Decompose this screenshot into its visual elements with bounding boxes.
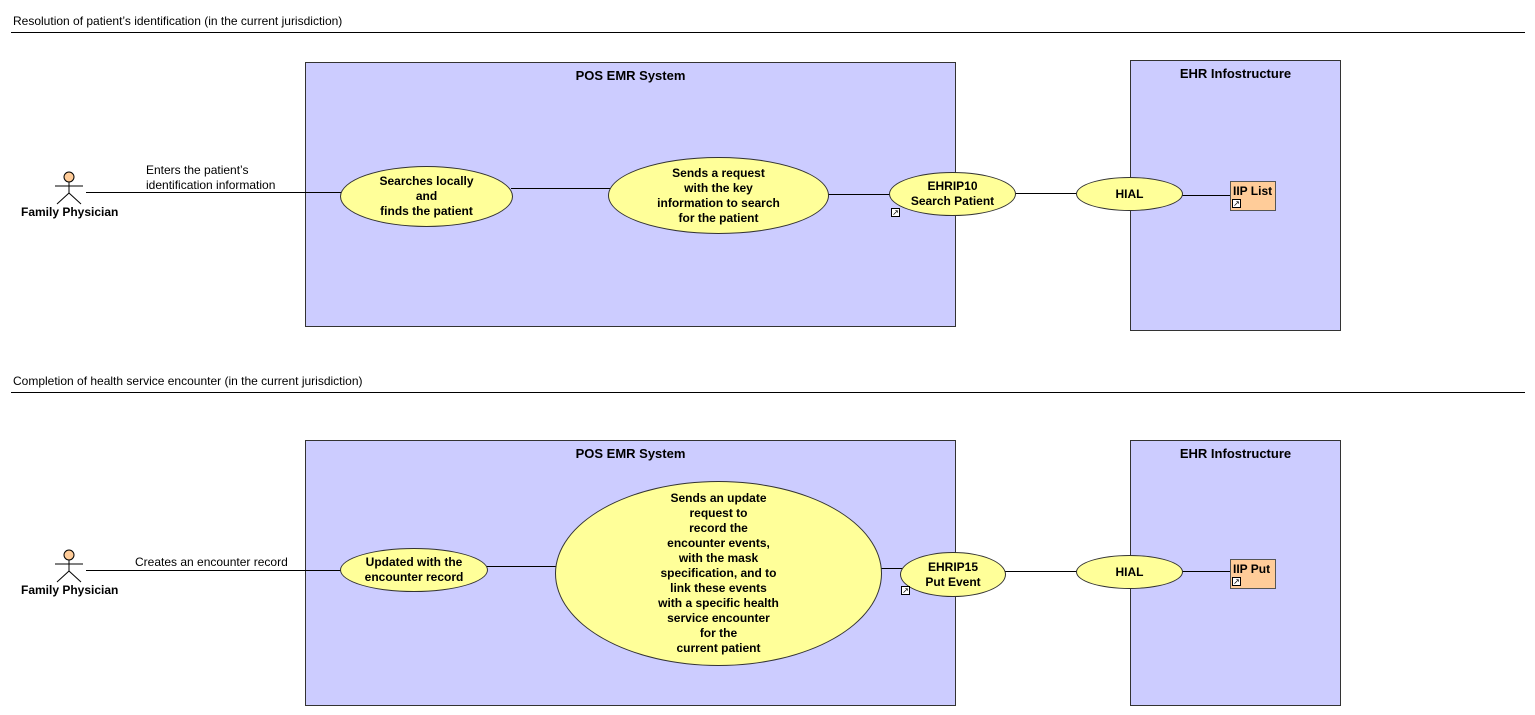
connector[interactable] [879,568,902,569]
interaction-use-case[interactable]: EHRIP10 Search Patient [889,172,1016,216]
shortcut-arrow-icon: ↗ [1232,577,1241,586]
family-physician-actor-icon[interactable] [52,549,86,583]
connector[interactable] [1181,571,1231,572]
section-title-health-service-encounter: Completion of health service encounter (… [13,374,363,388]
component-iip-list[interactable]: IIP List [1230,181,1276,211]
actor-label: Family Physician [21,583,119,597]
actor-connector-label: Enters the patient’s identification info… [146,163,276,192]
actor-connector[interactable] [86,192,342,193]
hial-use-case[interactable]: HIAL [1076,177,1183,211]
connector[interactable] [1014,193,1078,194]
shortcut-arrow-icon: ↗ [891,208,900,217]
connector[interactable] [511,188,610,189]
system-box-title: EHR Infostructure [1179,446,1292,461]
use-case-request-step[interactable]: Sends a request with the key information… [608,157,829,234]
section-title-patient-identification: Resolution of patient’s identification (… [13,14,343,28]
connector[interactable] [486,566,557,567]
connector[interactable] [828,194,891,195]
component-iip-put[interactable]: IIP Put [1230,559,1276,589]
component-label: IIP Put [1233,562,1271,576]
section-divider [11,392,1525,393]
system-box-title: EHR Infostructure [1179,66,1292,81]
family-physician-actor-icon[interactable] [52,171,86,205]
actor-connector-label: Creates an encounter record [135,555,288,569]
component-label: IIP List [1233,184,1273,198]
system-box-title: POS EMR System [575,446,686,461]
system-box-title: POS EMR System [575,68,686,83]
actor-connector[interactable] [86,570,342,571]
shortcut-arrow-icon: ↗ [901,586,910,595]
connector[interactable] [1181,195,1231,196]
connector[interactable] [1003,571,1078,572]
actor-label: Family Physician [21,205,119,219]
interaction-use-case[interactable]: EHRIP15 Put Event [900,552,1006,597]
use-case-local-step[interactable]: Searches locally and finds the patient [340,166,513,227]
shortcut-arrow-icon: ↗ [1232,199,1241,208]
section-divider [11,32,1525,33]
use-case-request-step[interactable]: Sends an update request to record the en… [555,481,882,666]
hial-use-case[interactable]: HIAL [1076,555,1183,589]
use-case-local-step[interactable]: Updated with the encounter record [340,548,488,592]
